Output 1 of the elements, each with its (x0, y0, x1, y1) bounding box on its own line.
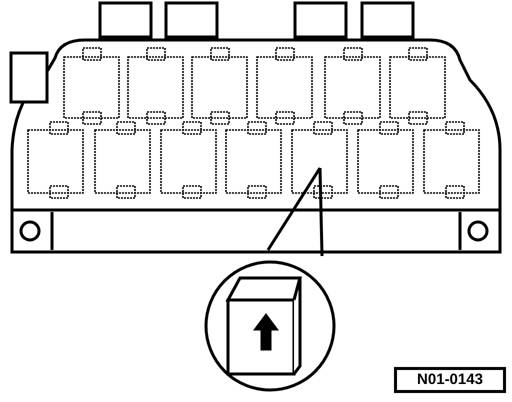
figure-code: N01-0143 (394, 367, 506, 393)
